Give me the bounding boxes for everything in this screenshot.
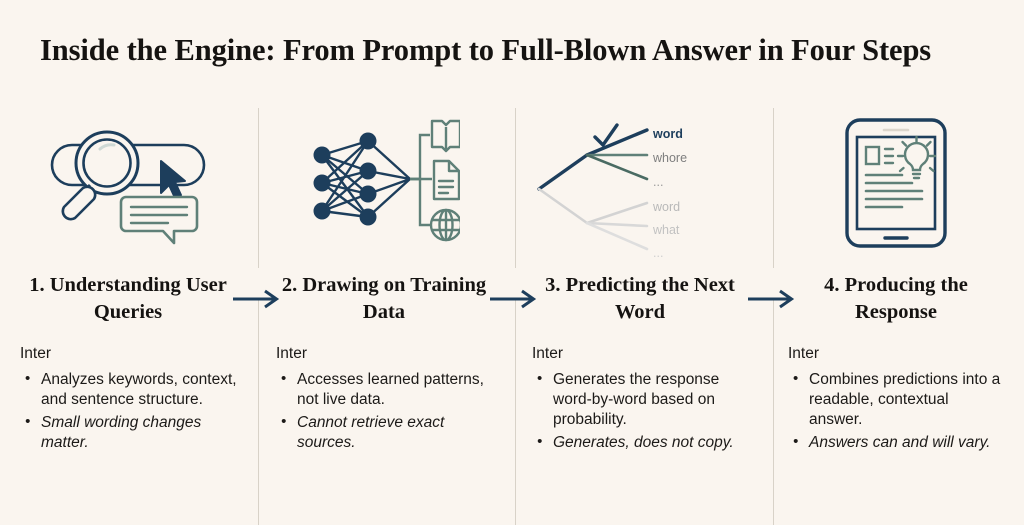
column-divider-1-lower [258,300,259,525]
tree-label-what: what [653,222,680,237]
column-divider-1-upper [258,108,259,268]
prediction-tree-icon: word whore ... word what ... [535,111,745,259]
step-1-heading: 1. Understanding User Queries [29,274,227,324]
step-2-heading: 2. Drawing on Training Data [281,274,487,324]
step-3-inter-label: Inter [532,345,564,363]
search-magnifier-cursor-chat-icon [50,130,206,245]
tree-label-whore: whore [653,150,688,165]
column-divider-3-lower [773,300,774,525]
step-4-bullet-list: Combines predictions into a readable, co… [786,369,1006,454]
steps-container: 1. Understanding User Queries Inter Anal… [0,108,1024,525]
step-column-2: 2. Drawing on Training Data Inter Access… [256,108,512,525]
arrow-step2-to-step3 [490,289,537,309]
step-1-inter-label: Inter [20,345,52,363]
neural-network-sources-icon [313,119,460,242]
list-item: Answers can and will vary. [792,432,1006,453]
step-2-bullet-list: Accesses learned patterns, not live data… [274,369,494,454]
list-item: Generates the response word-by-word base… [536,369,750,430]
tree-label-word-alt: word [653,199,681,214]
step-3-heading: 3. Predicting the Next Word [545,274,735,324]
arrow-step1-to-step2 [233,289,280,309]
arrow-step3-to-step4 [748,289,795,309]
step-4-icon-area [786,108,1006,258]
phone-document-lightbulb-icon [845,118,947,248]
step-1-icon-area [18,108,238,258]
list-item: Generates, does not copy. [536,432,750,453]
step-2-inter-label: Inter [276,345,308,363]
step-column-4: 4. Producing the Response Inter Combines… [768,108,1024,525]
step-column-3: word whore ... word what ... 3. Predicti… [512,108,768,525]
list-item: Accesses learned patterns, not live data… [280,369,494,410]
step-4-inter-label: Inter [788,345,820,363]
list-item: Small wording changes matter. [24,412,238,453]
column-divider-2-lower [515,300,516,525]
column-divider-2-upper [515,108,516,268]
tree-label-ellipsis-2: ... [653,245,664,260]
page-title: Inside the Engine: From Prompt to Full-B… [40,33,932,67]
tree-label-word-selected: word [653,126,683,141]
step-3-bullet-list: Generates the response word-by-word base… [530,369,750,454]
list-item: Analyzes keywords, context, and sentence… [24,369,238,410]
list-item: Cannot retrieve exact sources. [280,412,494,453]
column-divider-3-upper [773,108,774,268]
step-2-icon-area [274,108,494,258]
step-3-icon-area: word whore ... word what ... [530,108,750,259]
step-1-bullet-list: Analyzes keywords, context, and sentence… [18,369,238,454]
step-4-heading: 4. Producing the Response [824,274,968,324]
tree-label-ellipsis-1: ... [653,174,664,189]
step-column-1: 1. Understanding User Queries Inter Anal… [0,108,256,525]
list-item: Combines predictions into a readable, co… [792,369,1006,430]
